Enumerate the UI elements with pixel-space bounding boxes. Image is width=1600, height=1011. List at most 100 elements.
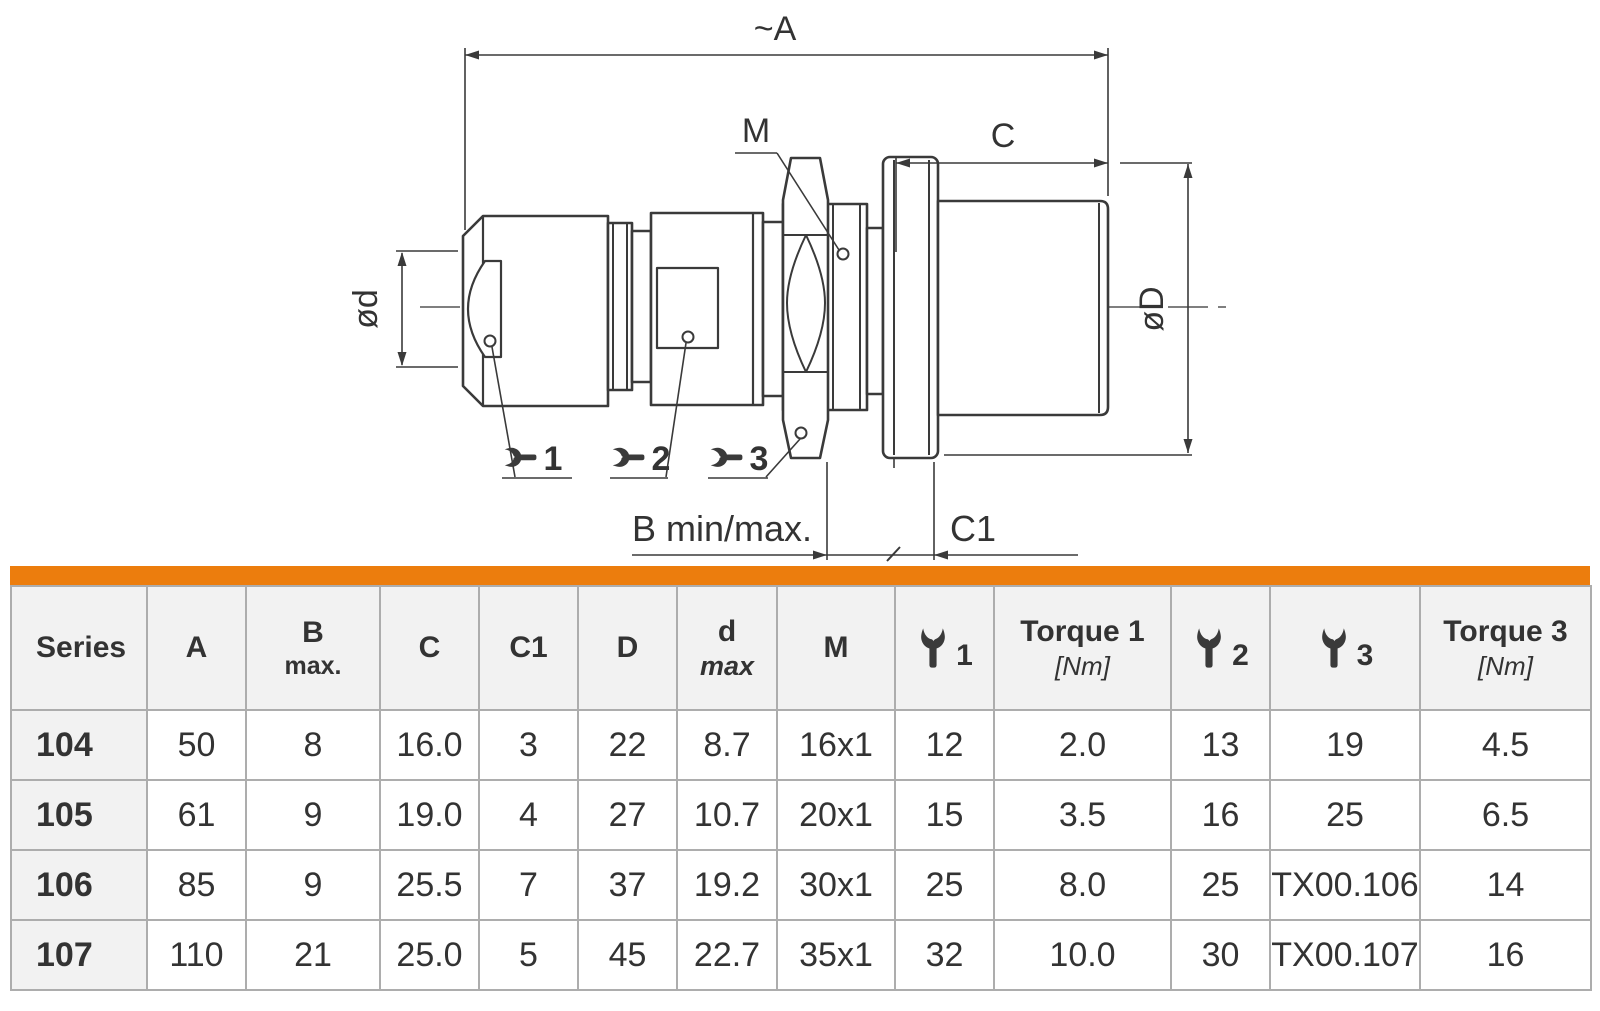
leader-circle-2: [681, 330, 695, 344]
cell-a: 85: [146, 849, 247, 921]
col-header-m: M: [776, 585, 896, 711]
cell-m: 20x1: [776, 779, 896, 851]
col-header-d: D: [577, 585, 678, 711]
cell-w3: 19: [1269, 709, 1421, 781]
hex-nut: [781, 156, 830, 460]
leader-circles: [483, 247, 850, 440]
cell-c1: 4: [478, 779, 579, 851]
col-header-c1: C1: [478, 585, 579, 711]
cell-t1: 3.5: [993, 779, 1172, 851]
cell-c: 19.0: [379, 779, 480, 851]
cell-a: 61: [146, 779, 247, 851]
cell-m: 30x1: [776, 849, 896, 921]
wrench-callout-3: [710, 447, 743, 467]
cell-d-max: 10.7: [676, 779, 778, 851]
cell-c1: 5: [478, 919, 579, 991]
cell-b: 8: [245, 709, 381, 781]
dim-label-m: M: [742, 112, 770, 150]
col-header-wrench2: 2: [1170, 585, 1271, 711]
cell-w1: 32: [894, 919, 995, 991]
wrench-icon: [921, 628, 945, 668]
cell-d-max: 22.7: [676, 919, 778, 991]
accent-bar: [10, 566, 1590, 585]
leader-circle-3: [794, 426, 808, 440]
dim-label-od-big: øD: [1133, 286, 1171, 331]
cell-w2: 13: [1170, 709, 1271, 781]
cell-d: 27: [577, 779, 678, 851]
wrench-callout-1-num: 1: [544, 440, 563, 478]
technical-drawing-area: ~A M C ød øD B min/max. C1 1 2 3: [347, 10, 1235, 562]
table-row-107: 107 110 21 25.0 5 45 22.7 35x1 32 10.0 3…: [10, 919, 1592, 991]
leader-circle-1: [483, 334, 497, 348]
col-header-torque1: Torque 1[Nm]: [993, 585, 1172, 711]
wrench-callout-1: [504, 447, 537, 467]
dim-label-a: ~A: [754, 10, 797, 48]
cell-c1: 7: [478, 849, 579, 921]
cell-t3: 4.5: [1419, 709, 1592, 781]
connector-drawing: ~A M C ød øD B min/max. C1 1 2 3: [347, 10, 1235, 562]
cell-w2: 16: [1170, 779, 1271, 851]
hex-facet: [786, 234, 826, 373]
cell-w1: 15: [894, 779, 995, 851]
ring-1: [606, 221, 634, 392]
col-header-wrench1: 1: [894, 585, 995, 711]
table-row-106: 106 85 9 25.5 7 37 19.2 30x1 25 8.0 25 T…: [10, 849, 1592, 921]
dim-label-b: B min/max.: [632, 508, 812, 549]
cell-c: 16.0: [379, 709, 480, 781]
cell-w2: 25: [1170, 849, 1271, 921]
cell-d: 45: [577, 919, 678, 991]
connector-outline: [461, 155, 1110, 460]
wrench-callout-2-num: 2: [652, 440, 671, 478]
cell-w3: TX00.107: [1269, 919, 1421, 991]
cell-a: 50: [146, 709, 247, 781]
dim-label-c1: C1: [950, 508, 996, 549]
wrench-callout-2: [612, 447, 645, 467]
cell-t3: 14: [1419, 849, 1592, 921]
neck: [630, 229, 653, 384]
cell-m: 35x1: [776, 919, 896, 991]
series-cell: 104: [10, 709, 148, 781]
cell-w2: 30: [1170, 919, 1271, 991]
series-cell: 105: [10, 779, 148, 851]
cell-t1: 10.0: [993, 919, 1172, 991]
cell-d: 22: [577, 709, 678, 781]
table-row-105: 105 61 9 19.0 4 27 10.7 20x1 15 3.5 16 2…: [10, 779, 1592, 851]
wrench-icon: [1321, 628, 1346, 668]
cell-c: 25.0: [379, 919, 480, 991]
cell-c: 25.5: [379, 849, 480, 921]
dimension-arrows: [397, 50, 1193, 560]
cell-b: 21: [245, 919, 381, 991]
col-header-a: A: [146, 585, 247, 711]
col-header-series: Series: [10, 585, 148, 711]
dim-label-od-small: ød: [347, 289, 385, 329]
cell-w1: 12: [894, 709, 995, 781]
cell-b: 9: [245, 779, 381, 851]
cell-b: 9: [245, 849, 381, 921]
rear-cylinder: [936, 199, 1110, 417]
ring-2: [761, 220, 785, 398]
col-header-c: C: [379, 585, 480, 711]
table-row-104: 104 50 8 16.0 3 22 8.7 16x1 12 2.0 13 19…: [10, 709, 1592, 781]
dimension-lines: [396, 48, 1192, 562]
leader-circle-m: [836, 247, 850, 261]
cell-w3: 25: [1269, 779, 1421, 851]
cell-w3: TX00.106: [1269, 849, 1421, 921]
cell-d-max: 8.7: [676, 709, 778, 781]
series-cell: 107: [10, 919, 148, 991]
cap-bushing: [466, 259, 503, 359]
dim-label-c: C: [991, 117, 1016, 155]
series-cell: 106: [10, 849, 148, 921]
cell-t3: 16: [1419, 919, 1592, 991]
cell-c1: 3: [478, 709, 579, 781]
cell-t1: 8.0: [993, 849, 1172, 921]
col-header-torque3: Torque 3[Nm]: [1419, 585, 1592, 711]
cell-t1: 2.0: [993, 709, 1172, 781]
wrench-callout-3-num: 3: [750, 440, 769, 478]
spacer: [865, 226, 885, 396]
wrench-icon: [1197, 628, 1221, 668]
